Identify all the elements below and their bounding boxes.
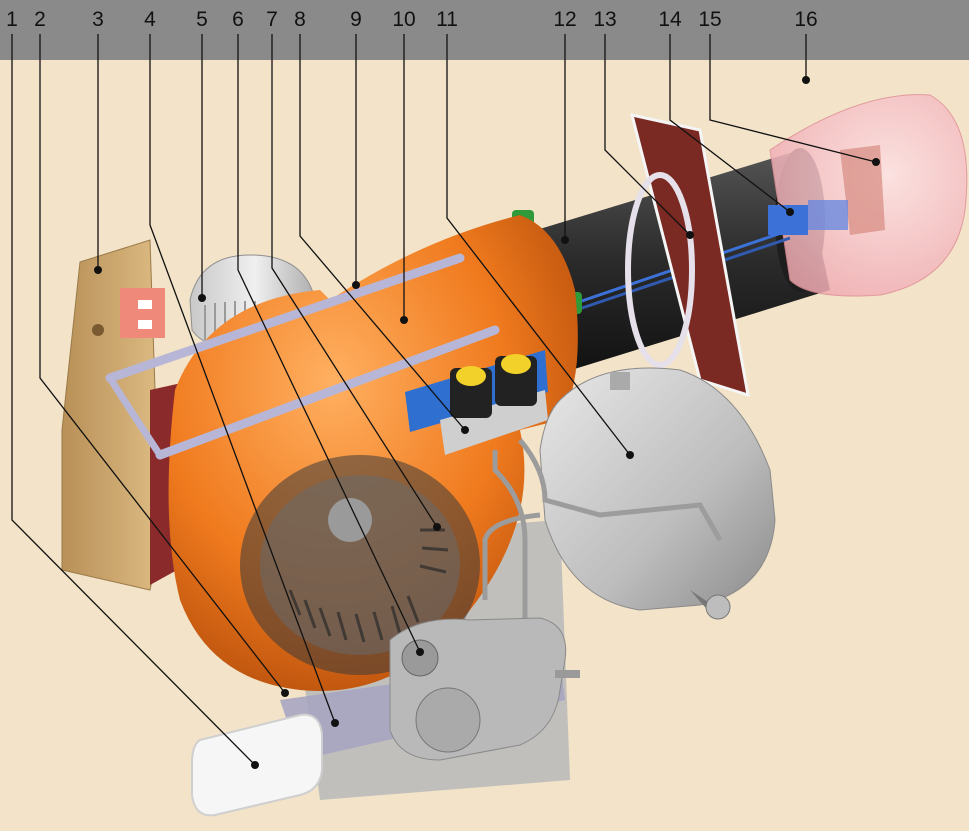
oil-pipe-a (492, 450, 528, 630)
label-9: 9 (350, 8, 362, 31)
label-16: 16 (794, 8, 817, 31)
flange-ring (625, 172, 695, 368)
oil-pipe-b (518, 438, 723, 542)
fan-hub (328, 498, 372, 542)
rod-bracket (107, 376, 163, 457)
label-3: 3 (92, 8, 104, 31)
cover-slot-a (138, 300, 152, 309)
leader-line-6 (237, 34, 421, 653)
leader-line-4 (149, 34, 336, 724)
leader-line-2 (39, 34, 286, 694)
leader-dot-9 (352, 281, 360, 289)
label-11: 11 (436, 8, 458, 31)
coil-cap-a (456, 366, 486, 386)
label-13: 13 (593, 8, 616, 31)
label-10: 10 (392, 8, 415, 31)
cover-slot-b (138, 320, 152, 329)
guide-rod-top (105, 253, 465, 383)
leader-line-8 (299, 34, 466, 431)
vessel-boss (610, 372, 630, 390)
leader-dot-5 (198, 294, 206, 302)
leader-dot-7 (433, 523, 441, 531)
leader-dot-11 (626, 451, 634, 459)
cover-window (120, 288, 165, 338)
label-14: 14 (658, 8, 682, 31)
leader-dot-1 (251, 761, 259, 769)
head-disc (840, 145, 885, 235)
leader-line-7 (271, 34, 438, 528)
leader-dot-12 (561, 236, 569, 244)
coil-cap-b (501, 354, 531, 374)
label-row: 1 2 3 4 5 6 7 8 9 10 11 12 13 14 15 16 (6, 8, 818, 31)
leader-line-13 (604, 34, 691, 236)
leader-dot-13 (686, 231, 694, 239)
label-15: 15 (698, 8, 721, 31)
leader-line-14 (669, 34, 791, 213)
label-4: 4 (144, 8, 156, 31)
label-1: 1 (6, 8, 18, 31)
nozzle-block (808, 200, 848, 230)
leader-dots (94, 76, 880, 769)
pump-cover (415, 687, 481, 753)
label-8: 8 (294, 8, 306, 31)
pressure-vessel (539, 367, 776, 611)
pump-shaft (555, 670, 580, 678)
valve-body (440, 390, 548, 455)
leader-dot-6 (416, 648, 424, 656)
oil-pipe-c (482, 512, 541, 600)
leader-dot-14 (786, 208, 794, 216)
leader-lines (11, 34, 877, 766)
leader-dot-2 (281, 689, 289, 697)
label-7: 7 (266, 8, 278, 31)
leader-line-11 (446, 34, 631, 456)
label-2: 2 (34, 8, 46, 31)
leader-line-1 (11, 34, 256, 766)
leader-dot-3 (94, 266, 102, 274)
label-6: 6 (232, 8, 244, 31)
header-bar (0, 0, 969, 60)
fan-blades (288, 528, 449, 643)
leader-line-15 (709, 34, 877, 163)
label-5: 5 (196, 8, 208, 31)
leader-dot-4 (331, 719, 339, 727)
label-12: 12 (553, 8, 576, 31)
leader-dot-8 (461, 426, 469, 434)
cover-hole (92, 324, 104, 336)
guide-rod-bottom (155, 325, 500, 460)
leader-dot-10 (400, 316, 408, 324)
leader-dot-16 (802, 76, 810, 84)
leader-dot-15 (872, 158, 880, 166)
pump-cap (401, 639, 439, 677)
vessel-drain (705, 594, 731, 620)
